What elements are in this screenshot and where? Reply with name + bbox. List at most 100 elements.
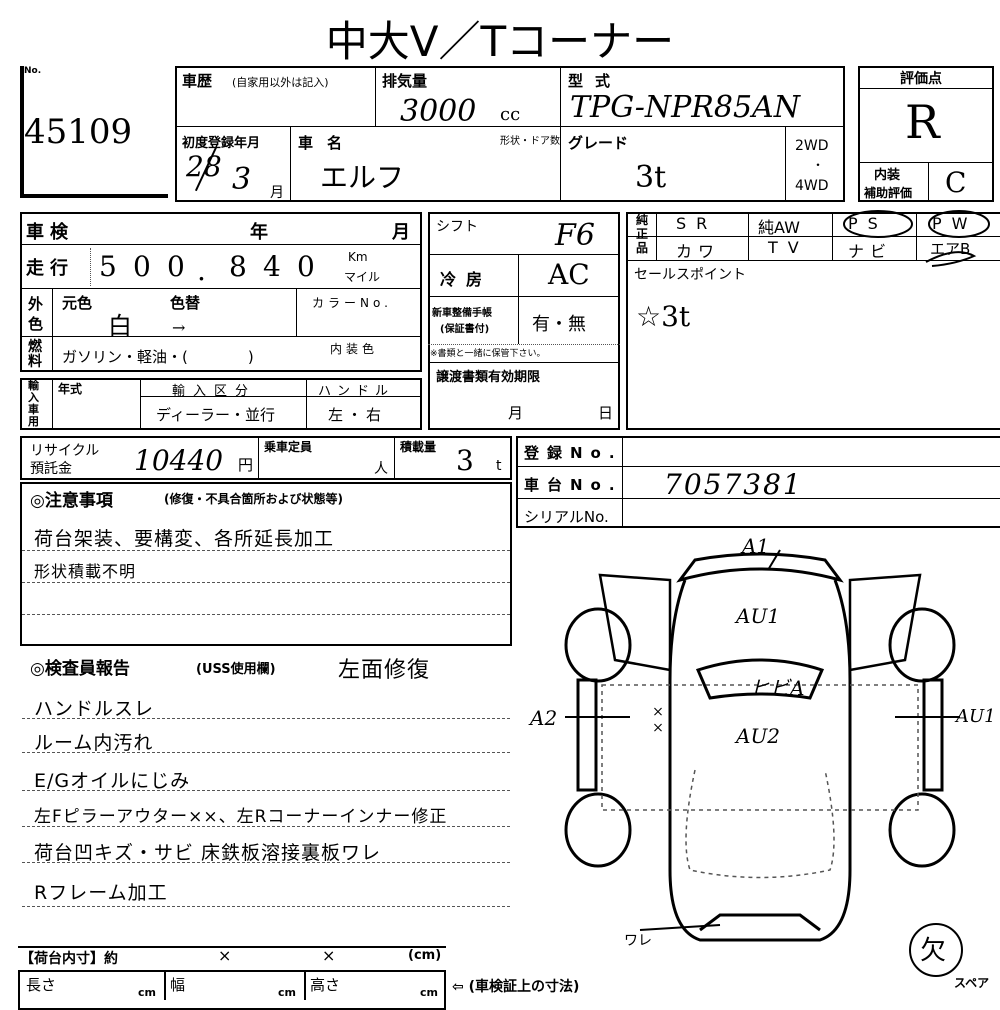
displacement-label: 排気量 <box>382 72 428 90</box>
car-name-label: 車名 <box>298 134 357 152</box>
diagram-mark: ヒビA <box>750 676 805 700</box>
notes-sub: (修復・不具合箇所および状態等) <box>164 492 343 506</box>
page-title: 中大V／Tコーナー <box>325 17 675 66</box>
mileage-digit: 0 <box>297 250 315 283</box>
mileage-digit: . <box>197 254 206 287</box>
diagram-mark: AU1 <box>956 706 996 727</box>
registration-table <box>516 436 1000 528</box>
equipment-navi: ナビ <box>848 242 893 261</box>
load-unit: t <box>496 458 502 474</box>
transfer-month-unit: 月 <box>508 404 524 422</box>
rating-label: 評価点 <box>900 71 942 87</box>
diagram-mark: AU2 <box>736 724 781 748</box>
equipment-airbag: エアB <box>930 240 971 258</box>
lot-number: 45109 <box>24 112 133 152</box>
top-info-table <box>175 66 845 202</box>
cargo-x1: × <box>218 946 232 965</box>
model-value: TPG-NPR85AN <box>570 90 800 125</box>
grade-value: 3t <box>635 160 667 195</box>
equipment-leather: カワ <box>676 242 721 261</box>
manual-label: 新車整備手帳 <box>432 308 492 319</box>
notes-line: 形状積載不明 <box>34 562 137 581</box>
transfer-label: 譲渡書類有効期限 <box>436 370 541 385</box>
spare-mark: 欠 <box>920 936 947 966</box>
chassis-label: 車台No. <box>524 476 623 494</box>
import-year-label: 年式 <box>58 382 83 396</box>
rating-box <box>858 66 994 202</box>
history-label: 車歴 <box>182 72 213 90</box>
inspection-month-unit: 月 <box>392 222 410 243</box>
capacity-unit: 人 <box>374 461 388 477</box>
import-handle-label: ハンドル <box>318 384 395 399</box>
shift-label: シフト <box>436 219 478 235</box>
vehicle-info-table <box>20 212 422 372</box>
cargo-height-cm: cm <box>420 986 438 999</box>
displacement-unit: cc <box>500 104 521 125</box>
fuel-options: ガソリン・軽油・( ) <box>62 348 254 366</box>
cargo-table <box>18 970 446 1010</box>
cargo-note: ⇦ (車検証上の寸法) <box>452 979 580 995</box>
diagram-mark: A1 <box>742 534 770 558</box>
mileage-digit: 8 <box>229 250 247 283</box>
recycle-label-top: リサイクル <box>30 443 100 459</box>
diagram-mark: A2 <box>530 706 558 730</box>
lot-box <box>20 66 168 198</box>
color-original: 白 <box>108 312 132 340</box>
car-name-value: エルフ <box>320 161 405 194</box>
cargo-width-cm: cm <box>278 986 296 999</box>
interior-color-label: 内装色 <box>330 342 379 356</box>
recycle-label-bottom: 預託金 <box>30 461 72 477</box>
diagram-mark: AU1 <box>736 604 781 628</box>
displacement-value: 3000 <box>400 94 477 129</box>
first-reg-year: 28 <box>186 150 222 183</box>
equipment-table <box>626 212 1000 430</box>
mileage-digit: 0 <box>167 250 185 283</box>
mileage-digits: 5 0 0 . 8 4 0 <box>90 248 341 287</box>
truck-diagram <box>564 549 960 942</box>
manual-note: ※書類と一緒に保管下さい。 <box>430 349 546 359</box>
mileage-label: 走行 <box>26 258 74 279</box>
model-label: 型式 <box>568 72 623 90</box>
interior-label-bottom: 補助評価 <box>864 186 913 200</box>
import-type-options: ディーラー・並行 <box>156 406 275 424</box>
diagram-mark: ワレ <box>624 933 652 949</box>
sales-point-label: セールスポイント <box>634 267 746 283</box>
inspection-label: 車検 <box>26 222 74 243</box>
cargo-unit: (cm) <box>408 948 442 963</box>
report-line: 左Fピラーアウター××、左Rコーナーインナー修正 <box>34 807 448 827</box>
report-line: Rフレーム加工 <box>34 882 168 904</box>
lot-label: No. <box>24 66 42 76</box>
diagram-mark: ×× <box>650 704 666 736</box>
shape-doors-label: 形状・ドア数 <box>500 136 560 147</box>
shift-value: F6 <box>555 218 595 253</box>
notes-line: 荷台架装、要構変、各所延長加工 <box>34 528 335 550</box>
serial-label: シリアルNo. <box>524 508 609 526</box>
interior-value: C <box>945 166 967 199</box>
mileage-digit: 5 <box>99 250 117 283</box>
report-line: ハンドルスレ <box>34 698 155 720</box>
import-table <box>20 378 422 430</box>
recycle-unit: 円 <box>238 456 254 474</box>
equipment-tv: TV <box>768 238 809 257</box>
mileage-digit: 0 <box>133 250 151 283</box>
notes-box <box>20 482 512 646</box>
grade-label: グレード <box>568 134 629 152</box>
load-label: 積載量 <box>400 440 437 454</box>
equipment-ps: PS <box>848 214 888 233</box>
color-change-label: 色替 <box>170 294 201 312</box>
report-line: ルーム内汚れ <box>34 732 154 754</box>
cargo-length: 長さ <box>26 976 57 994</box>
equipment-aw: 純AW <box>758 218 800 237</box>
import-label: 輸入車用 <box>28 379 39 428</box>
sales-point-value: ☆3t <box>636 300 691 333</box>
shift-table <box>428 212 620 430</box>
color-change: → <box>172 318 186 337</box>
load-value: 3 <box>456 444 474 477</box>
rating-value: R <box>905 95 940 149</box>
drive-4wd: 4WD <box>795 178 829 194</box>
first-reg-month-unit: 月 <box>270 185 284 201</box>
cargo-length-cm: cm <box>138 986 156 999</box>
registration-label: 登録No. <box>524 444 623 462</box>
cargo-height: 高さ <box>310 976 341 994</box>
interior-label-top: 内装 <box>874 168 901 183</box>
